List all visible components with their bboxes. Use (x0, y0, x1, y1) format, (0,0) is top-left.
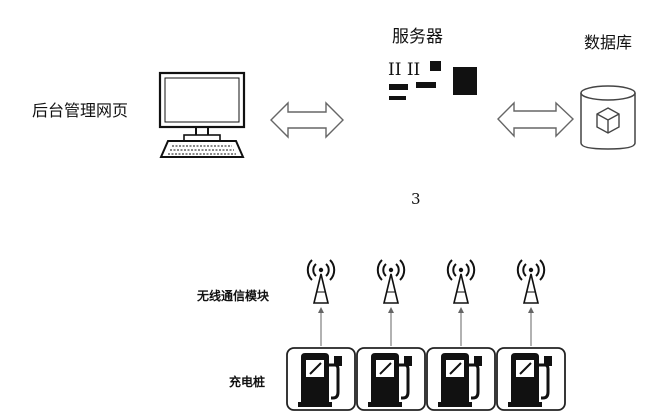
antenna-icon (376, 259, 406, 304)
charger-icon (286, 347, 356, 411)
figure-number: 3 (411, 190, 421, 208)
computer-icon (158, 71, 246, 158)
database-label: 数据库 (584, 33, 633, 52)
charging-pile-label: 充电桩 (229, 375, 266, 389)
server-glyph-text: II II (388, 60, 421, 80)
antenna-icon (446, 259, 476, 304)
double-arrow-icon (497, 101, 575, 138)
charger-icon (426, 347, 496, 411)
antenna-icon (306, 259, 336, 304)
charger-icon (496, 347, 566, 411)
admin-web-label: 后台管理网页 (32, 101, 129, 120)
wireless-module-label: 无线通信模块 (197, 289, 270, 303)
server-icon (389, 61, 477, 100)
double-arrow-icon (270, 101, 344, 139)
antenna-icon (516, 259, 546, 304)
connector-arrow (318, 307, 324, 346)
server-label: 服务器 (392, 27, 443, 47)
charger-icon (356, 347, 426, 411)
connector-arrow (528, 307, 534, 346)
connector-arrow (458, 307, 464, 346)
connector-arrow (388, 307, 394, 346)
database-icon (580, 85, 636, 150)
